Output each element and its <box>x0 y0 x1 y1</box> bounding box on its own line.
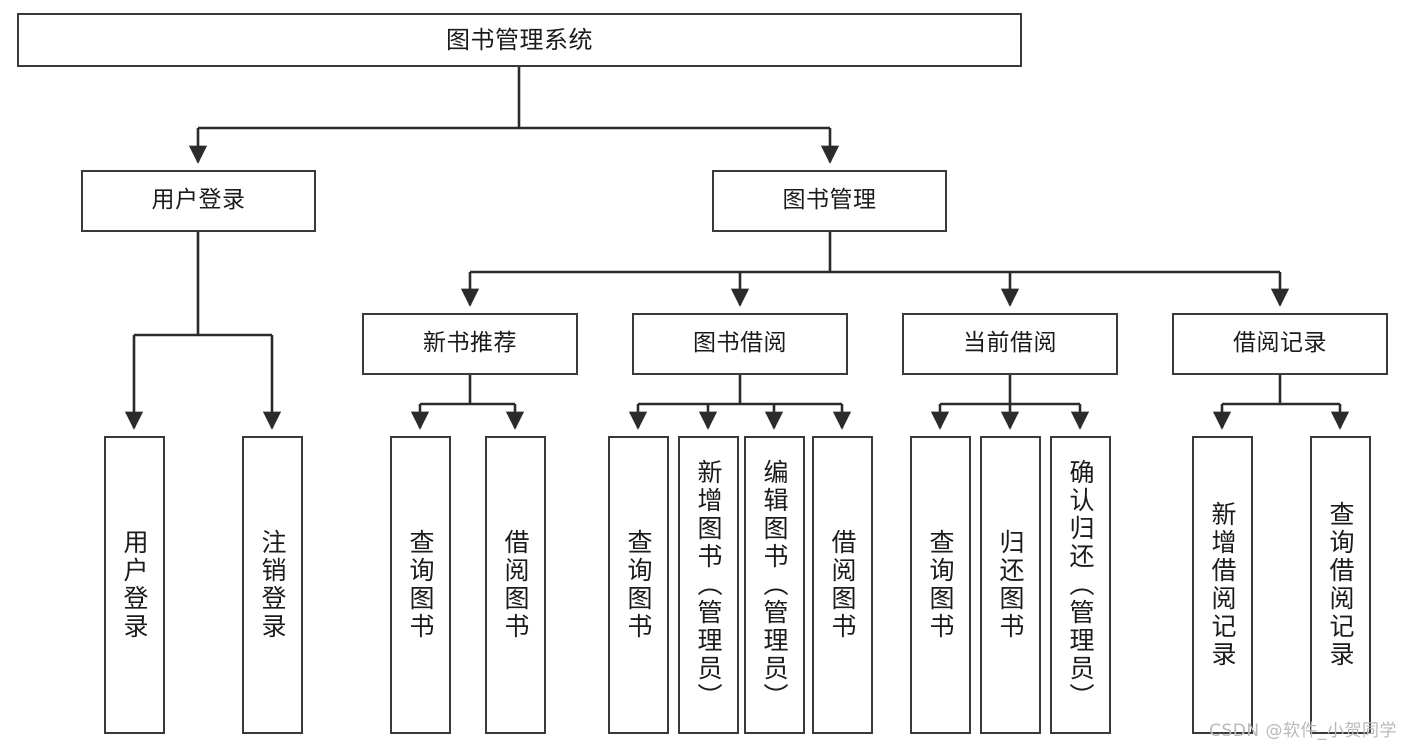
node-current-borrow[interactable]: 当前借阅 <box>902 313 1118 375</box>
leaf-book-borrow-add-label: 新增图书（管理员） <box>694 459 723 711</box>
leaf-book-borrow-query[interactable]: 查询图书 <box>608 436 669 734</box>
watermark: CSDN @软件_小贺同学 <box>1209 721 1397 741</box>
leaf-current-borrow-return[interactable]: 归还图书 <box>980 436 1041 734</box>
leaf-current-borrow-confirm[interactable]: 确认归还（管理员） <box>1050 436 1111 734</box>
node-book-management[interactable]: 图书管理 <box>712 170 947 232</box>
node-book-borrow-label: 图书借阅 <box>693 330 787 357</box>
leaf-book-borrow-edit-label: 编辑图书（管理员） <box>760 459 789 711</box>
leaf-book-borrow-edit[interactable]: 编辑图书（管理员） <box>744 436 805 734</box>
node-borrow-record-label: 借阅记录 <box>1233 330 1327 357</box>
node-user-login-label: 用户登录 <box>151 187 246 214</box>
node-user-login[interactable]: 用户登录 <box>81 170 316 232</box>
leaf-borrow-record-query-label: 查询借阅记录 <box>1326 501 1355 669</box>
leaf-new-book-borrow-label: 借阅图书 <box>501 529 530 641</box>
node-new-book-recommend-label: 新书推荐 <box>423 330 517 357</box>
leaf-book-borrow-borrow[interactable]: 借阅图书 <box>812 436 873 734</box>
leaf-new-book-borrow[interactable]: 借阅图书 <box>485 436 546 734</box>
leaf-current-borrow-query-label: 查询图书 <box>926 529 955 641</box>
node-current-borrow-label: 当前借阅 <box>963 330 1057 357</box>
leaf-new-book-query[interactable]: 查询图书 <box>390 436 451 734</box>
node-book-borrow[interactable]: 图书借阅 <box>632 313 848 375</box>
node-book-management-label: 图书管理 <box>782 187 877 214</box>
leaf-book-borrow-add[interactable]: 新增图书（管理员） <box>678 436 739 734</box>
leaf-borrow-record-add[interactable]: 新增借阅记录 <box>1192 436 1253 734</box>
node-root-label: 图书管理系统 <box>446 25 593 54</box>
leaf-current-borrow-return-label: 归还图书 <box>996 529 1025 641</box>
node-new-book-recommend[interactable]: 新书推荐 <box>362 313 578 375</box>
leaf-current-borrow-query[interactable]: 查询图书 <box>910 436 971 734</box>
node-borrow-record[interactable]: 借阅记录 <box>1172 313 1388 375</box>
leaf-borrow-record-add-label: 新增借阅记录 <box>1208 501 1237 669</box>
leaf-user-login-logout[interactable]: 注销登录 <box>242 436 303 734</box>
leaf-user-login-login-label: 用户登录 <box>120 529 149 641</box>
leaf-current-borrow-confirm-label: 确认归还（管理员） <box>1066 459 1095 711</box>
leaf-user-login-login[interactable]: 用户登录 <box>104 436 165 734</box>
leaf-borrow-record-query[interactable]: 查询借阅记录 <box>1310 436 1371 734</box>
leaf-new-book-query-label: 查询图书 <box>406 529 435 641</box>
leaf-user-login-logout-label: 注销登录 <box>258 529 287 641</box>
leaf-book-borrow-query-label: 查询图书 <box>624 529 653 641</box>
node-root[interactable]: 图书管理系统 <box>17 13 1022 67</box>
leaf-book-borrow-borrow-label: 借阅图书 <box>828 529 857 641</box>
